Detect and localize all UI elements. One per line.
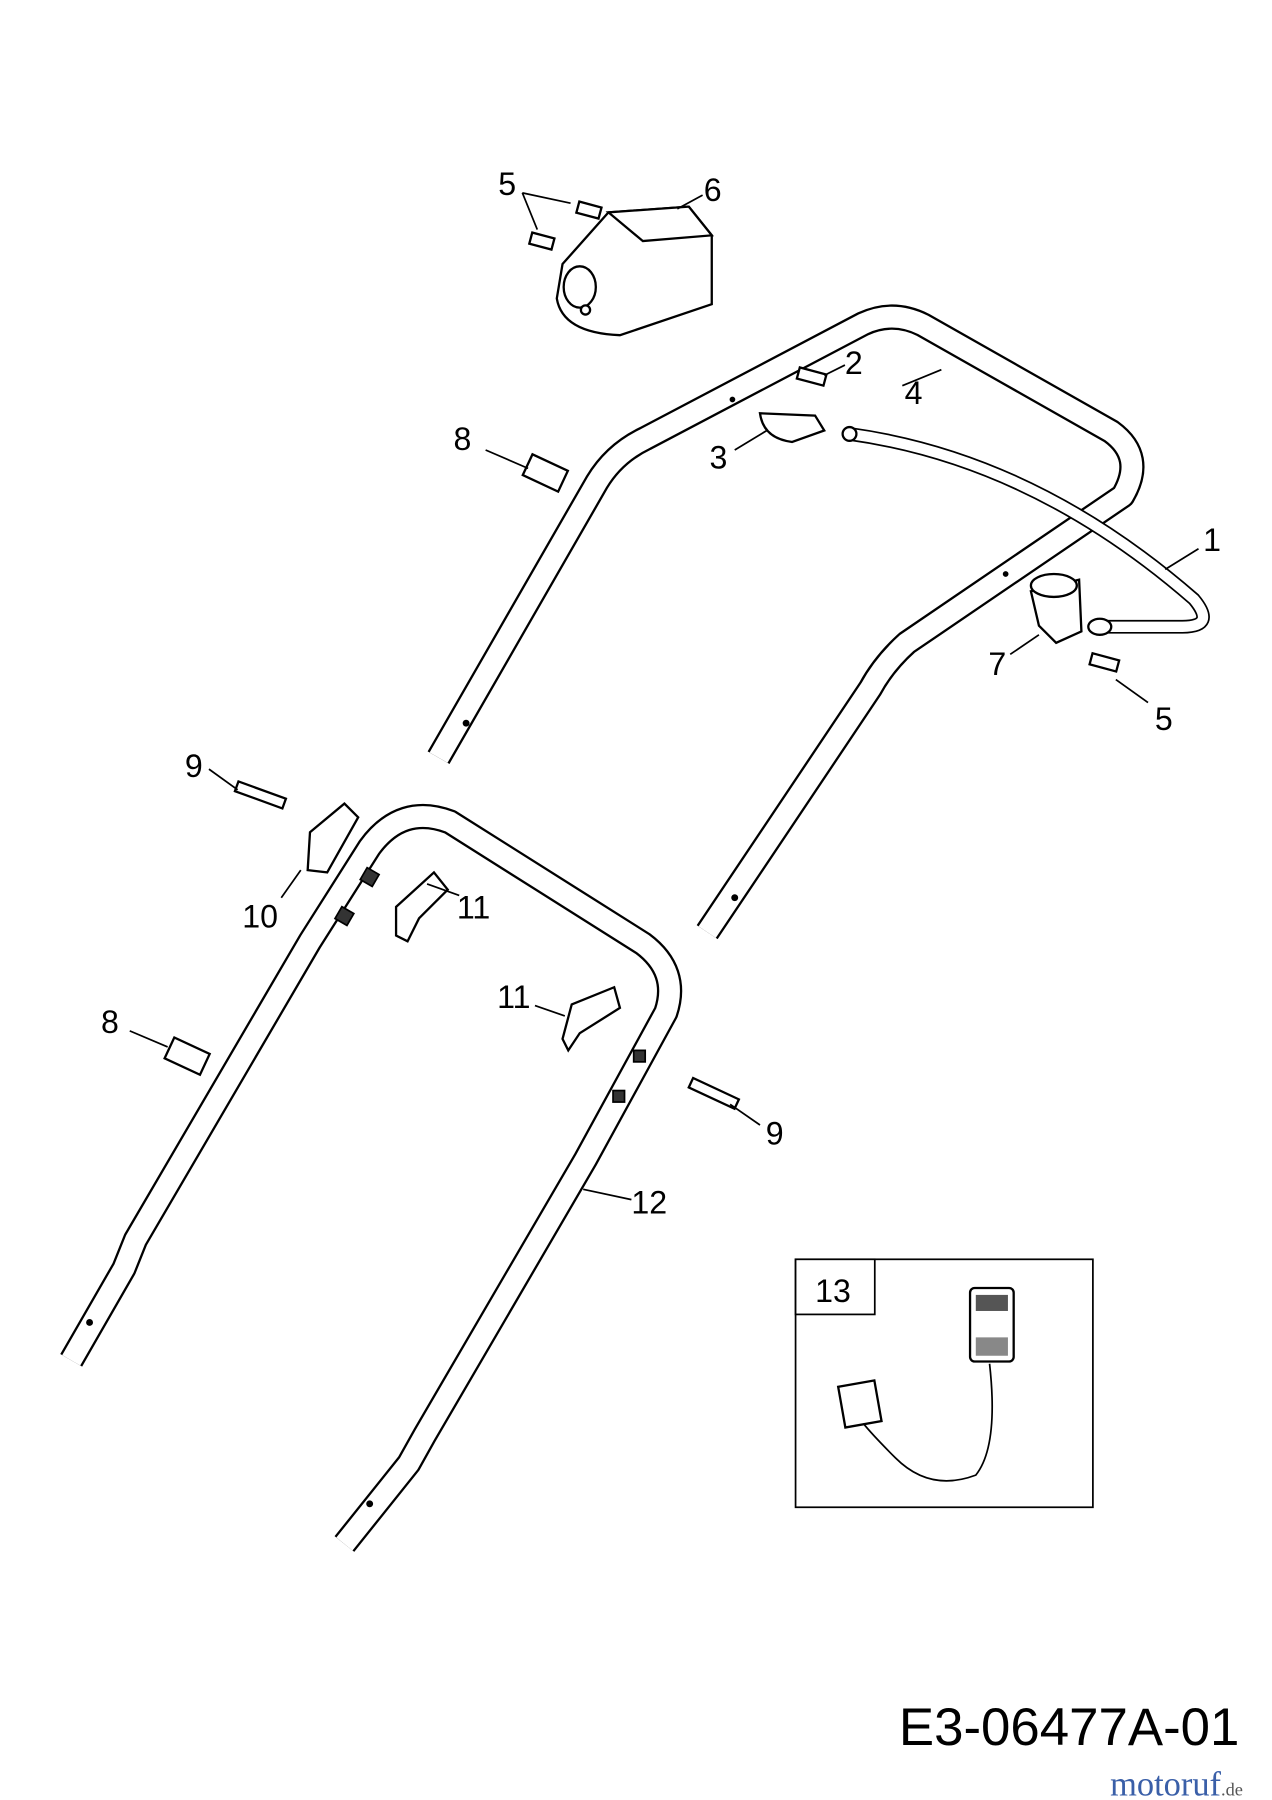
upper-handle xyxy=(427,304,1145,940)
callout-9: 9 xyxy=(185,748,203,784)
inset-label: 13 xyxy=(815,1273,851,1309)
callout-11b: 11 xyxy=(497,979,530,1015)
callout-7: 7 xyxy=(988,646,1006,682)
callout-3: 3 xyxy=(709,439,727,475)
callout-5: 5 xyxy=(498,166,516,202)
callout-5b: 5 xyxy=(1155,701,1173,737)
callout-12: 12 xyxy=(631,1184,667,1220)
drawing-code: E3-06477A-01 xyxy=(899,1698,1239,1757)
inset-part-13: 13 xyxy=(794,1258,1094,1509)
callout-1: 1 xyxy=(1203,522,1221,558)
callout-labels: 5 6 2 4 3 8 1 7 5 9 10 11 8 11 9 12 xyxy=(101,166,1221,1220)
callout-2: 2 xyxy=(845,345,863,381)
switch-housing-part-6 xyxy=(555,205,715,337)
callout-8: 8 xyxy=(453,421,471,457)
callout-9b: 9 xyxy=(766,1116,784,1152)
callout-6: 6 xyxy=(704,172,722,208)
screws-and-clips xyxy=(163,200,1121,1111)
cable-part-1 xyxy=(841,425,1210,636)
callout-8b: 8 xyxy=(101,1004,119,1040)
lower-handle xyxy=(60,803,683,1552)
callout-10: 10 xyxy=(242,899,278,935)
callout-4: 4 xyxy=(905,375,923,411)
callout-11: 11 xyxy=(457,889,490,925)
motoruf-watermark: motoruf.de xyxy=(1110,1765,1243,1800)
leader-lines xyxy=(129,192,1199,1201)
svg-text:motoruf.de: motoruf.de xyxy=(1110,1765,1243,1800)
